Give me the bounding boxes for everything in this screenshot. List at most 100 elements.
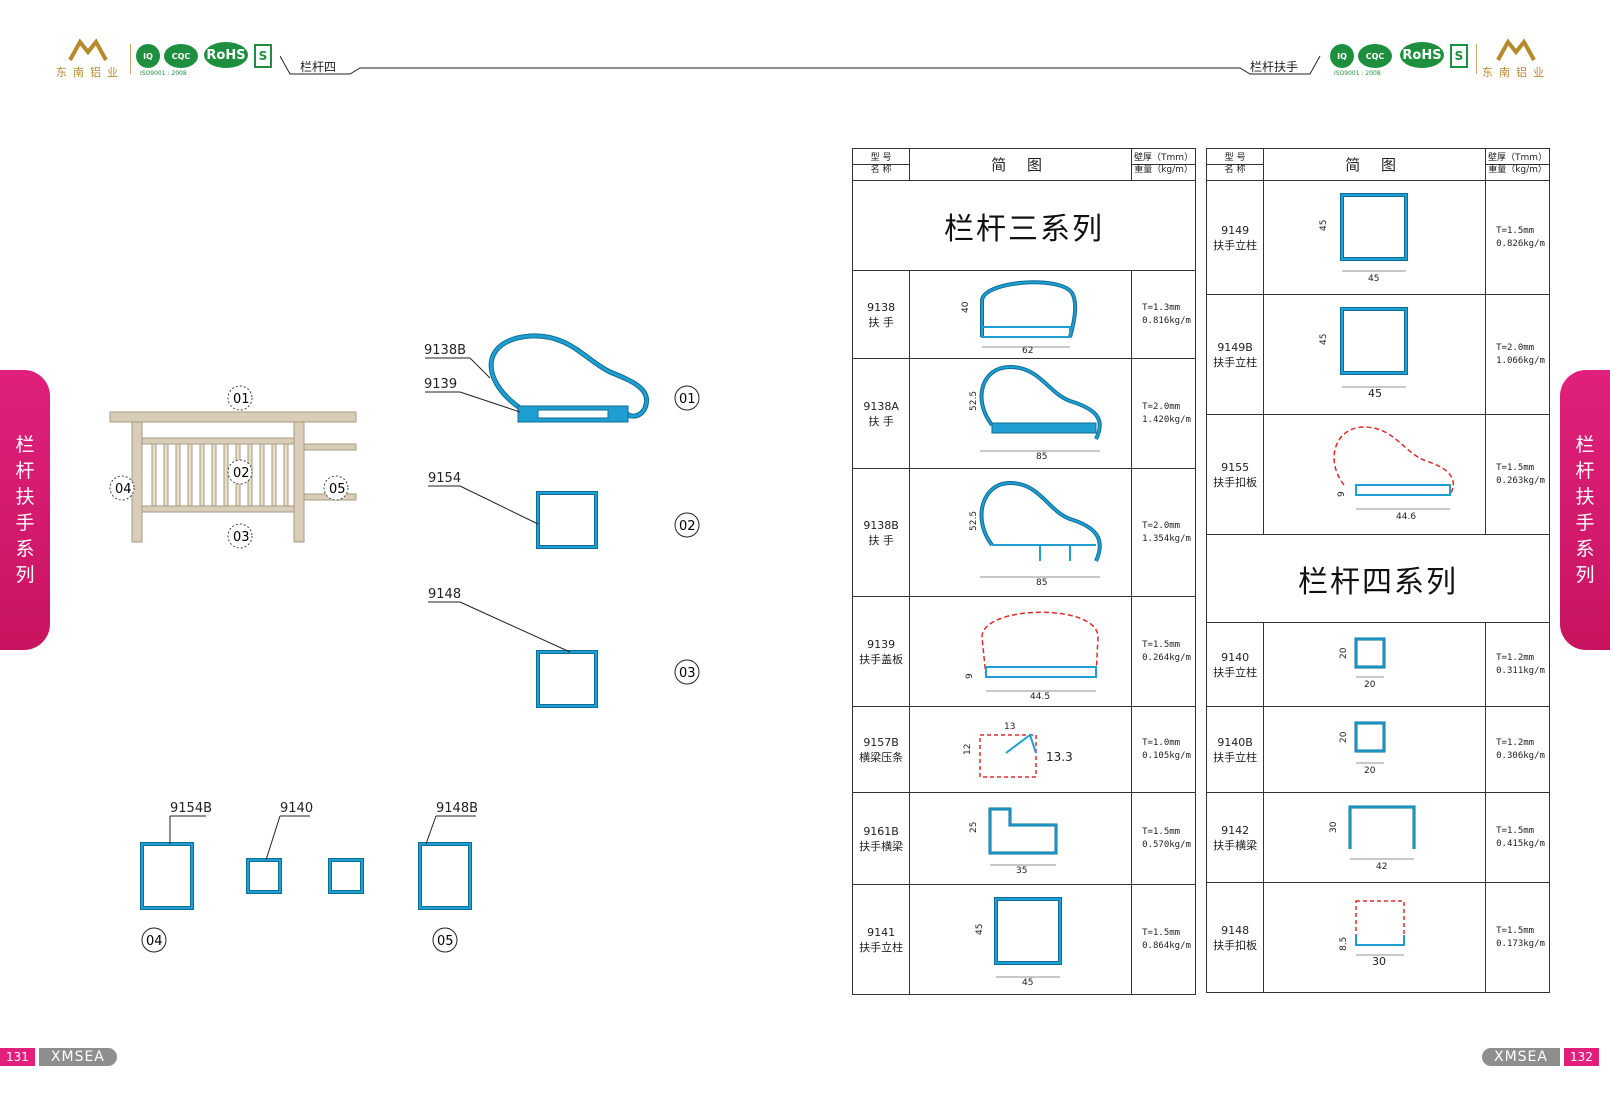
svg-text:45: 45 [1319,220,1329,231]
iso-text: ISO9001 : 2008 [1334,70,1381,77]
side-tab-right: 栏杆扶手系列 [1560,370,1610,650]
svg-text:02: 02 [233,466,250,481]
svg-text:04: 04 [115,482,132,497]
svg-text:01: 01 [233,392,250,407]
circle-05: 05 [437,934,454,949]
header-left: 东南铝业 IQ CQC ISO9001 : 2008 RoHS S [56,38,356,80]
brand-name: 东南铝业 [1482,66,1550,79]
svg-text:44.5: 44.5 [1030,692,1050,702]
section-title-right: 栏杆扶手 [1250,60,1299,74]
svg-text:12: 12 [963,744,973,755]
footer-left: 131 XMSEA [0,1048,117,1066]
side-tab-left: 栏杆扶手系列 [0,370,50,650]
svg-text:52.5: 52.5 [969,511,979,531]
bottom-profiles: 9154B 04 9140 9148B 05 [140,801,478,953]
cqc-badge-icon: CQC [1358,44,1392,68]
svg-text:85: 85 [1036,452,1047,462]
footer-brand: XMSEA [1482,1048,1560,1066]
series-title-4: 栏杆四系列 [1206,534,1550,623]
brand-logo-icon [68,38,108,61]
profile-9138: 40 62 [961,280,1078,356]
profile-9157B: 12 13 13.3 [963,722,1073,778]
rohs-badge: RoHS [1400,42,1444,68]
assembly-diagram: 01 02 03 04 05 [109,385,357,549]
svg-text:13.3: 13.3 [1046,750,1073,764]
iso-text: ISO9001 : 2008 [140,70,187,77]
rohs-badge: RoHS [204,42,248,68]
svg-text:62: 62 [1022,346,1033,355]
svg-text:52.5: 52.5 [969,391,979,411]
circle-02: 02 [679,519,696,534]
profile-9161B: 25 35 [969,807,1058,876]
cqc-badge-icon: CQC [164,44,198,68]
cert-badge-icon: IQ [136,44,160,68]
svg-text:35: 35 [1016,866,1027,876]
callout-9148: 9148 [428,587,461,602]
footer-brand: XMSEA [38,1048,117,1066]
footer-right: XMSEA 132 [1482,1048,1599,1066]
marker-05: 05 [323,475,349,501]
brand-logo-icon [1496,38,1536,61]
svg-text:8.5: 8.5 [1339,937,1349,951]
marker-04: 04 [109,475,135,501]
callout-9154B: 9154B [170,801,212,816]
profile-9155: 944.6 [1333,426,1455,522]
svg-text:45: 45 [975,924,985,935]
circle-04: 04 [146,934,163,949]
callout-9140: 9140 [280,801,313,816]
marker-03: 03 [227,523,253,549]
svg-text:9: 9 [965,673,975,679]
svg-text:30: 30 [1372,955,1386,968]
divider [1476,44,1477,74]
circle-01: 01 [679,392,696,407]
svg-text:03: 03 [233,530,250,545]
series-title-3: 栏杆三系列 [852,180,1196,271]
profile-9138B: 52.5 85 [969,480,1102,588]
svg-text:45: 45 [1368,274,1379,284]
svg-text:85: 85 [1036,578,1047,588]
marker-02: 02 [227,459,253,485]
svg-text:42: 42 [1376,862,1387,872]
callout-9154: 9154 [428,471,461,486]
page-number: 132 [1563,1048,1599,1066]
profile-9149: 45 45 [1319,193,1409,284]
svg-text:13: 13 [1004,722,1015,732]
callout-9138B: 9138B [424,343,466,358]
header-rule [280,55,1321,75]
svg-text:45: 45 [1319,334,1329,345]
svg-text:05: 05 [329,482,346,497]
circle-03: 03 [679,666,696,681]
svg-text:9: 9 [1337,491,1347,497]
profile-9148: 8.5 30 [1339,900,1406,968]
svg-text:45: 45 [1368,387,1382,400]
brand-name: 东南铝业 [56,66,124,79]
divider [130,44,131,74]
callout-9139: 9139 [424,377,457,392]
svg-text:20: 20 [1364,766,1376,776]
section-title-left: 栏杆四 [300,60,337,74]
svg-text:25: 25 [969,822,979,833]
header-right: IQ CQC ISO9001 : 2008 RoHS S 东南铝业 [1330,38,1570,80]
profile-9138A: 52.5 85 [969,364,1102,462]
svg-text:20: 20 [1339,647,1349,659]
profile-callouts: 9138B 9139 01 9154 02 9148 03 [424,333,700,708]
quality-mark-icon: S [1450,44,1468,68]
callout-9148B: 9148B [436,801,478,816]
page-number: 131 [0,1048,35,1066]
svg-text:40: 40 [961,301,971,313]
svg-text:20: 20 [1364,680,1376,690]
